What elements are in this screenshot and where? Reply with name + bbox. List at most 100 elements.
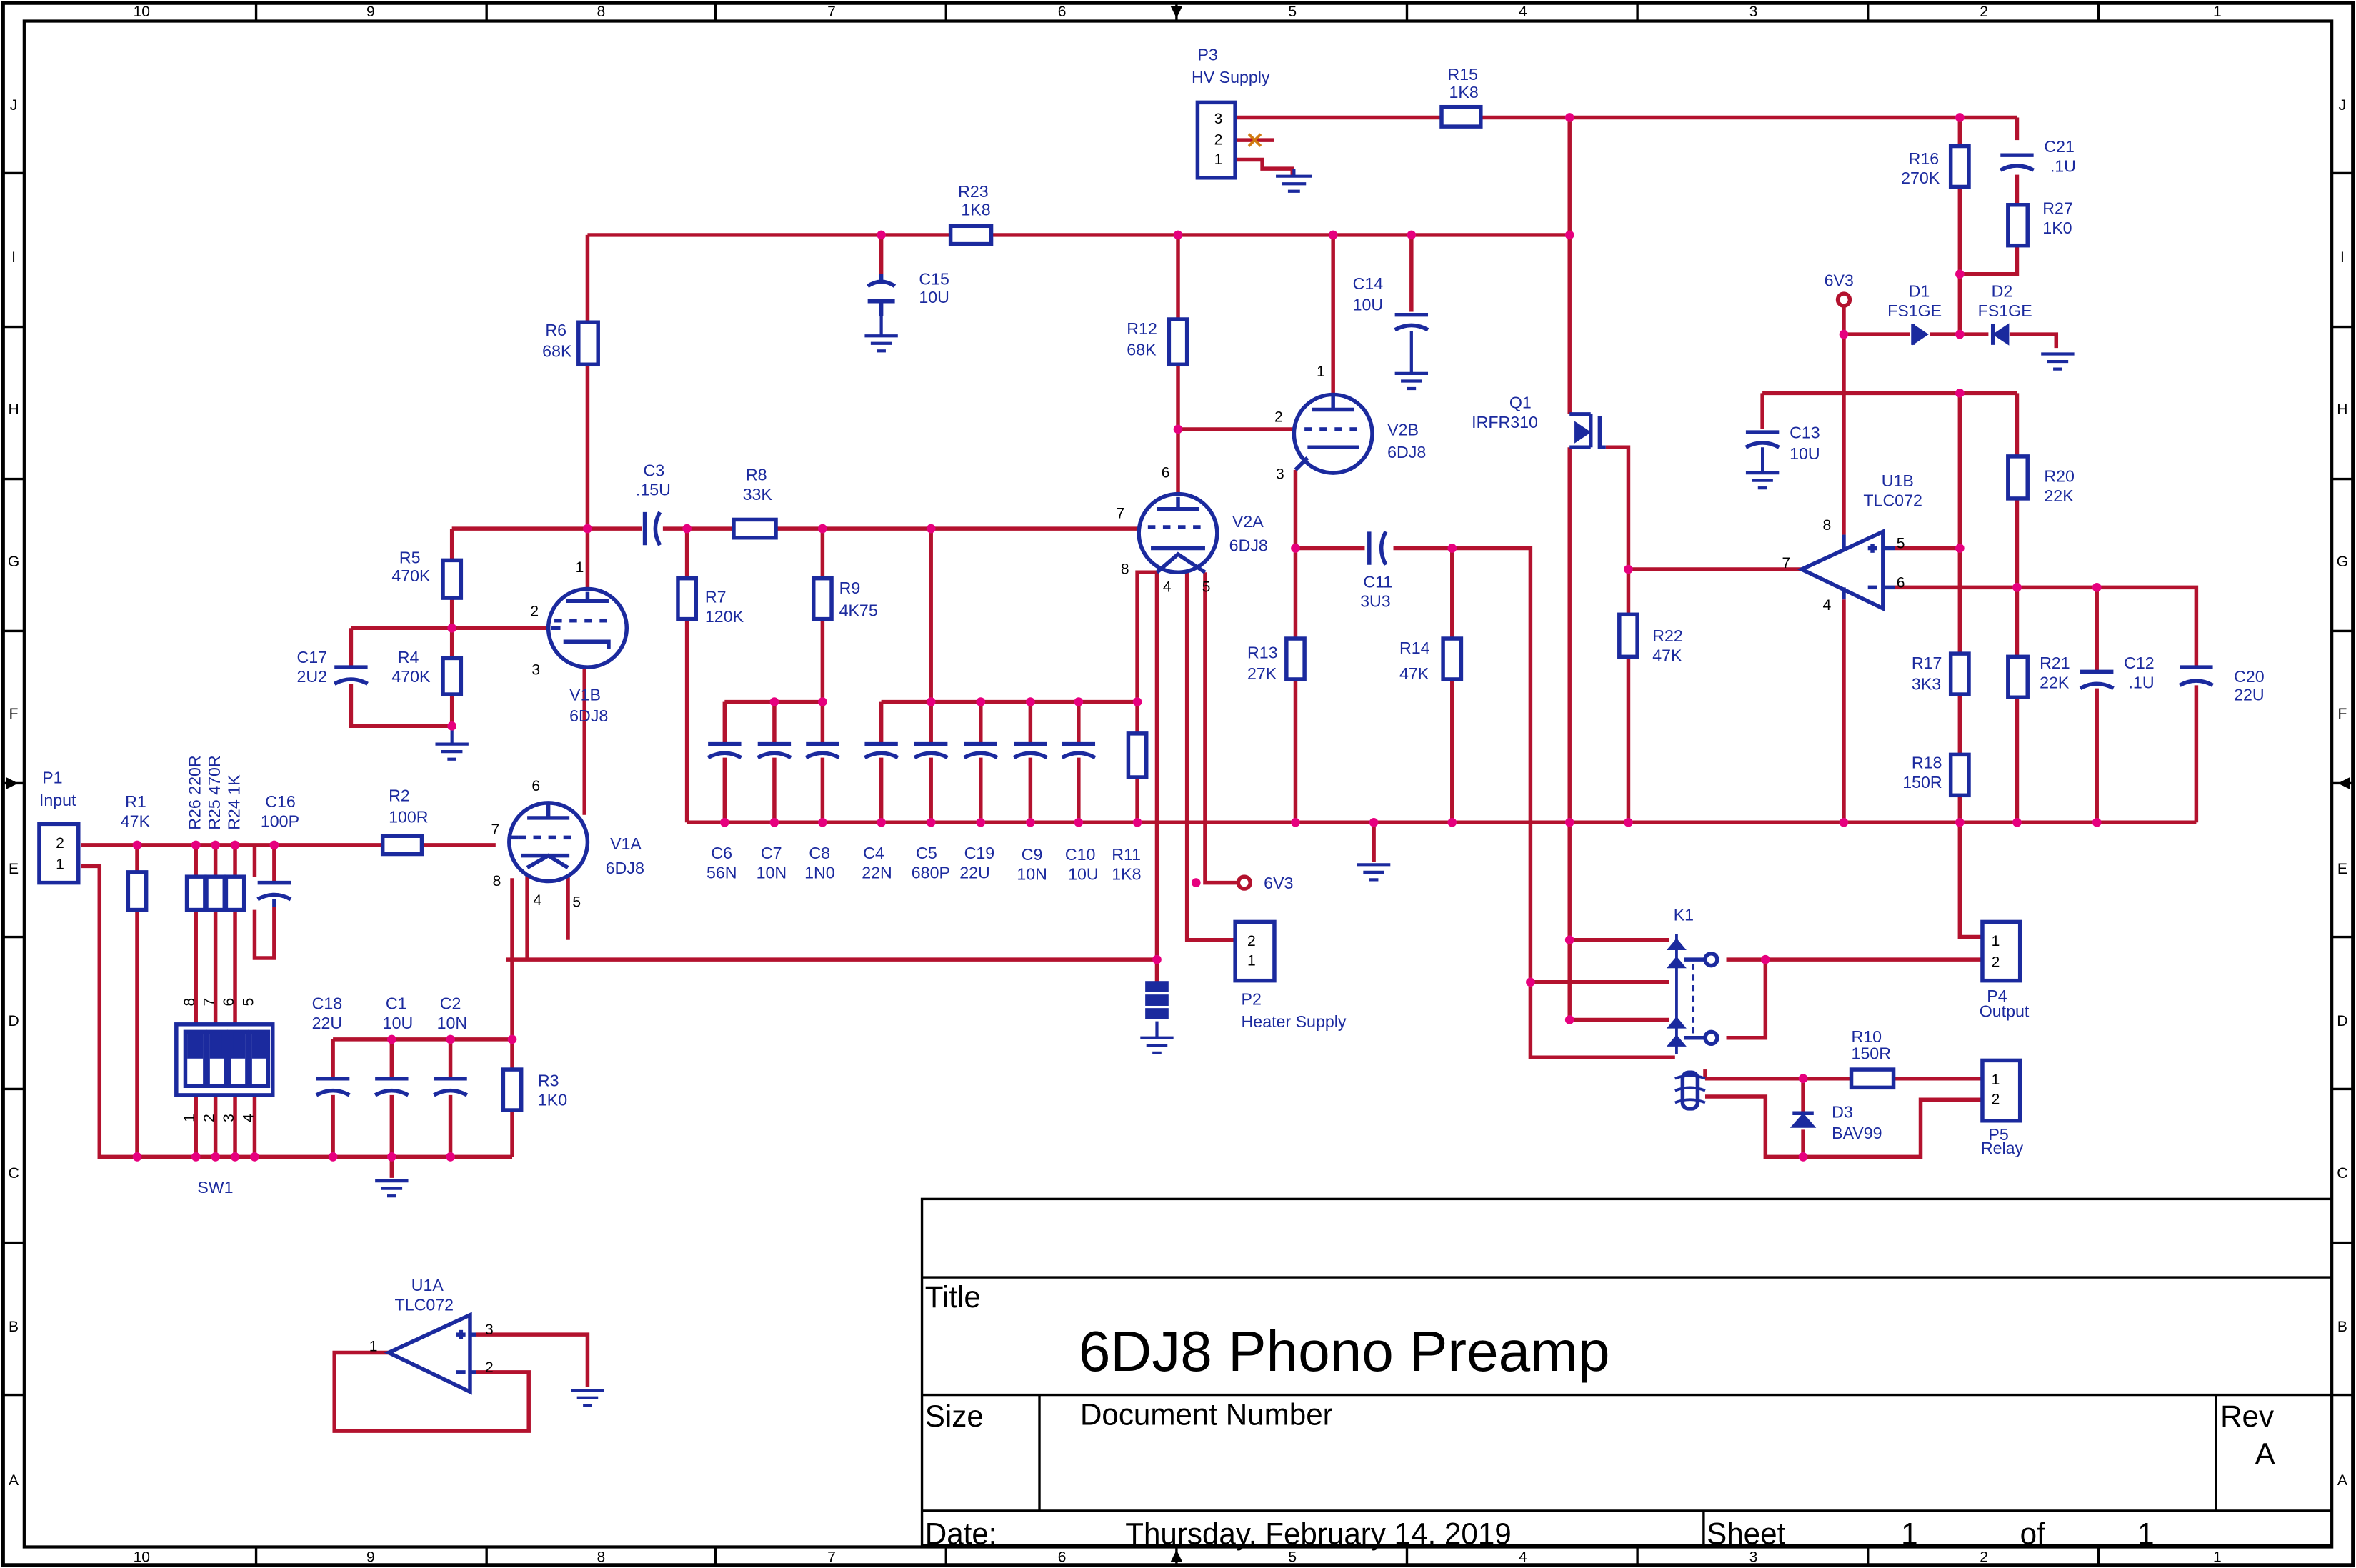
- u1a-value: TLC072: [395, 1295, 454, 1314]
- col-label-top: 7: [827, 4, 836, 20]
- row-label-left: F: [9, 706, 19, 722]
- col-label-bottom: 9: [366, 1549, 375, 1566]
- capacitor-c21-symbol: [1999, 153, 2035, 172]
- v1a-ref: V1A: [610, 834, 642, 853]
- c14-value: 10U: [1353, 295, 1384, 314]
- col-label-bottom: 7: [827, 1549, 836, 1566]
- c7-value: 10N: [757, 863, 787, 882]
- capacitor-c16-symbol: [256, 880, 292, 907]
- r23-ref: R23: [958, 182, 989, 201]
- row-label-right: H: [2337, 401, 2347, 418]
- resistor-r3-symbol: [501, 1067, 524, 1112]
- c12-ref: C12: [2124, 654, 2155, 672]
- col-label-bottom: 3: [1749, 1549, 1758, 1566]
- pin-number: 5: [240, 998, 256, 1007]
- ground-icon: [2041, 352, 2075, 371]
- pin-number: 2: [530, 603, 539, 619]
- c16-ref: C16: [265, 792, 296, 811]
- resistor-r26-symbol: [184, 874, 207, 912]
- col-label-top: 2: [1980, 4, 1988, 20]
- pin-number: 3: [1214, 111, 1223, 127]
- resistor-bodies: [126, 104, 2030, 1112]
- doc-number-label: Document Number: [1080, 1398, 1333, 1432]
- d1-ref: D1: [1909, 281, 1930, 300]
- r22-ref: R22: [1652, 626, 1683, 645]
- ground-icon: [571, 1389, 604, 1407]
- power-port-icons: [1236, 291, 1852, 891]
- u1a-ref: U1A: [411, 1276, 444, 1294]
- pin-number: 8: [1121, 561, 1129, 577]
- r9-value: 4K75: [839, 601, 878, 619]
- r24-label: R24 1K: [224, 774, 243, 830]
- resistor-r23-symbol: [948, 224, 994, 246]
- date-label: Date:: [925, 1517, 997, 1550]
- r4-ref: R4: [398, 648, 419, 666]
- junction-dots: [132, 113, 2102, 1162]
- v1b-value: 6DJ8: [569, 706, 608, 725]
- diode-d3-symbol: [1790, 1111, 1817, 1128]
- no-connect-icon: [1247, 133, 1262, 147]
- r2-ref: R2: [389, 787, 410, 805]
- c10-value: 10U: [1068, 864, 1099, 883]
- d3-value: BAV99: [1832, 1124, 1882, 1142]
- pin-number: 7: [491, 822, 500, 838]
- r12-value: 68K: [1127, 341, 1157, 359]
- pin-number: 8: [493, 873, 501, 889]
- rev-value: A: [2255, 1437, 2276, 1471]
- resistor-r27-symbol: [2006, 203, 2030, 248]
- p2-ref: P2: [1242, 989, 1262, 1008]
- r11-ref: R11: [1112, 845, 1141, 864]
- sheet-label: Sheet: [1707, 1517, 1785, 1550]
- capacitor-c3-symbol: [642, 511, 662, 546]
- pin-number: 2: [56, 835, 64, 852]
- connector-p2-symbol: [1233, 919, 1277, 983]
- ground-icon: [435, 726, 469, 761]
- pin-number: 3: [485, 1322, 494, 1338]
- ground-icon: [1276, 169, 1312, 193]
- c8-ref: C8: [809, 844, 830, 862]
- resistor-r4-symbol: [441, 656, 464, 696]
- net-6v3-label: 6V3: [1825, 271, 1854, 290]
- row-label-right: C: [2337, 1165, 2347, 1182]
- v2a-ref: V2A: [1232, 512, 1264, 531]
- pin-number: 3: [1276, 466, 1284, 483]
- dip-switch-sw1-symbol: [174, 1022, 275, 1097]
- p1-value: Input: [39, 791, 76, 809]
- c5-value: 680P: [912, 863, 950, 882]
- col-label-top: 3: [1749, 4, 1758, 20]
- r8-value: 33K: [743, 485, 773, 504]
- capacitor-c18-symbol: [315, 1076, 351, 1097]
- row-label-left: C: [8, 1165, 19, 1182]
- col-label-bottom: 2: [1980, 1549, 1988, 1566]
- tube-v1b-symbol: [546, 586, 629, 669]
- r3-value: 1K0: [538, 1091, 567, 1109]
- c20-ref: C20: [2234, 667, 2265, 686]
- v2a-value: 6DJ8: [1229, 536, 1268, 555]
- p4-ref: P4: [1987, 987, 2007, 1005]
- c18-value: 22U: [312, 1014, 343, 1032]
- title-label: Title: [925, 1280, 981, 1314]
- r10-ref: R10: [1852, 1027, 1882, 1046]
- resistor-r10-symbol: [1849, 1067, 1896, 1090]
- pin-number: 4: [534, 892, 542, 909]
- opamp-symbols: [384, 529, 1895, 1395]
- title-block: Title 6DJ8 Phono Preamp Size Document Nu…: [920, 1197, 2333, 1550]
- d3-ref: D3: [1832, 1103, 1853, 1122]
- c17-value: 2U2: [296, 667, 327, 686]
- c17-ref: C17: [296, 648, 327, 666]
- r16-ref: R16: [1909, 149, 1940, 168]
- c21-ref: C21: [2044, 137, 2075, 156]
- col-label-top: 4: [1519, 4, 1527, 20]
- capacitor-c12-symbol: [2079, 669, 2115, 691]
- k1-ref: K1: [1674, 905, 1694, 924]
- c3-value: .15U: [636, 481, 671, 499]
- size-label: Size: [925, 1399, 984, 1433]
- row-label-right: E: [2337, 861, 2347, 877]
- r15-ref: R15: [1447, 65, 1478, 84]
- pin-number: 3: [531, 662, 540, 679]
- ground-icon: [375, 1179, 409, 1198]
- r27-value: 1K0: [2042, 219, 2072, 237]
- r21-ref: R21: [2040, 654, 2070, 672]
- c6-ref: C6: [711, 844, 732, 862]
- c18-ref: C18: [312, 994, 343, 1013]
